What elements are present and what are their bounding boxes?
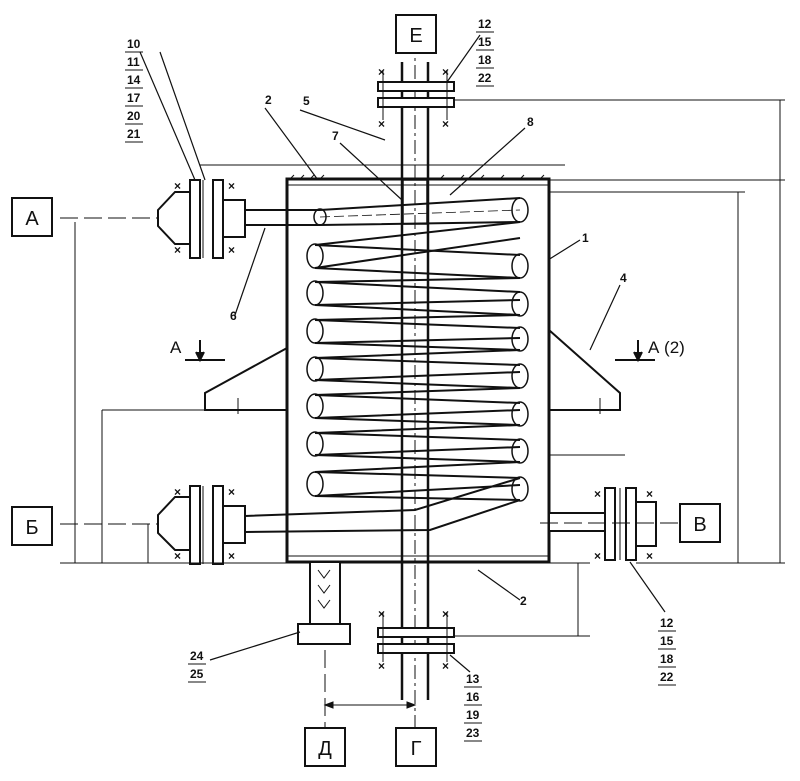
svg-text:19: 19 [466, 708, 480, 722]
part-7: 7 [332, 129, 339, 143]
svg-text:23: 23 [466, 726, 480, 740]
svg-text:15: 15 [660, 634, 674, 648]
svg-text:×: × [646, 549, 653, 563]
svg-text:×: × [378, 117, 385, 131]
svg-text:12: 12 [478, 17, 492, 31]
stack-top-left: 10 11 14 17 20 21 [125, 37, 143, 143]
svg-text:×: × [646, 487, 653, 501]
section-label-left: А [170, 338, 182, 357]
svg-text:22: 22 [660, 670, 674, 684]
svg-text:×: × [174, 549, 181, 563]
port-label-g: Г [411, 738, 422, 760]
stack-top-right: 12 15 18 22 [476, 17, 494, 87]
section-label-right: А (2) [648, 338, 685, 357]
svg-text:×: × [594, 487, 601, 501]
svg-text:×: × [228, 243, 235, 257]
svg-text:×: × [174, 243, 181, 257]
right-nozzle: × × × × [548, 487, 657, 563]
dimension-lines [60, 99, 785, 709]
part-8: 8 [527, 115, 534, 129]
support-lugs [204, 329, 621, 414]
part-6: 6 [230, 309, 237, 323]
part-1: 1 [582, 231, 589, 245]
svg-text:×: × [442, 659, 449, 673]
bottom-flange: × × × × [377, 607, 455, 673]
port-label-v: В [693, 514, 706, 536]
svg-text:24: 24 [190, 649, 204, 663]
svg-text:16: 16 [466, 690, 480, 704]
port-label-b: Б [25, 517, 38, 539]
svg-text:×: × [378, 65, 385, 79]
vessel-body [285, 174, 551, 564]
part-5: 5 [303, 94, 310, 108]
svg-text:×: × [442, 607, 449, 621]
svg-text:13: 13 [466, 672, 480, 686]
svg-text:×: × [378, 607, 385, 621]
svg-text:×: × [442, 65, 449, 79]
svg-text:×: × [228, 549, 235, 563]
port-box-b: Б [11, 506, 53, 546]
part-2-bottom: 2 [520, 594, 527, 608]
leader-lines [139, 34, 666, 673]
svg-text:×: × [228, 179, 235, 193]
port-box-d: Д [304, 727, 346, 767]
svg-text:17: 17 [127, 91, 141, 105]
stack-bottom-mid: 13 16 19 23 [464, 672, 482, 742]
svg-text:×: × [174, 179, 181, 193]
svg-text:12: 12 [660, 616, 674, 630]
port-label-a: А [25, 208, 39, 230]
svg-text:20: 20 [127, 109, 141, 123]
svg-text:×: × [442, 117, 449, 131]
svg-text:14: 14 [127, 73, 141, 87]
stack-bottom-left: 24 25 [188, 649, 206, 683]
part-2-top: 2 [265, 93, 272, 107]
svg-text:15: 15 [478, 35, 492, 49]
svg-text:×: × [378, 659, 385, 673]
stack-right-bottom: 12 15 18 22 [658, 616, 676, 686]
port-box-g: Г [395, 727, 437, 767]
svg-text:21: 21 [127, 127, 141, 141]
left-nozzle-top: × × × × [157, 179, 246, 259]
drain-nozzle [297, 561, 351, 645]
svg-text:18: 18 [478, 53, 492, 67]
svg-text:×: × [174, 485, 181, 499]
part-4: 4 [620, 271, 627, 285]
left-nozzle-bottom: × × × × [157, 485, 246, 565]
svg-text:10: 10 [127, 37, 141, 51]
port-box-a: А [11, 197, 53, 237]
svg-text:25: 25 [190, 667, 204, 681]
svg-text:11: 11 [127, 55, 140, 69]
svg-text:18: 18 [660, 652, 674, 666]
coil [244, 197, 529, 533]
svg-text:×: × [594, 549, 601, 563]
centre-lines [60, 217, 680, 735]
port-label-e: Е [409, 25, 422, 47]
port-box-v: В [679, 503, 721, 543]
svg-text:22: 22 [478, 71, 492, 85]
port-label-d: Д [318, 738, 332, 760]
top-flange: × × × × [377, 65, 455, 131]
svg-text:×: × [228, 485, 235, 499]
section-marks [185, 340, 655, 363]
port-box-e: Е [395, 14, 437, 54]
